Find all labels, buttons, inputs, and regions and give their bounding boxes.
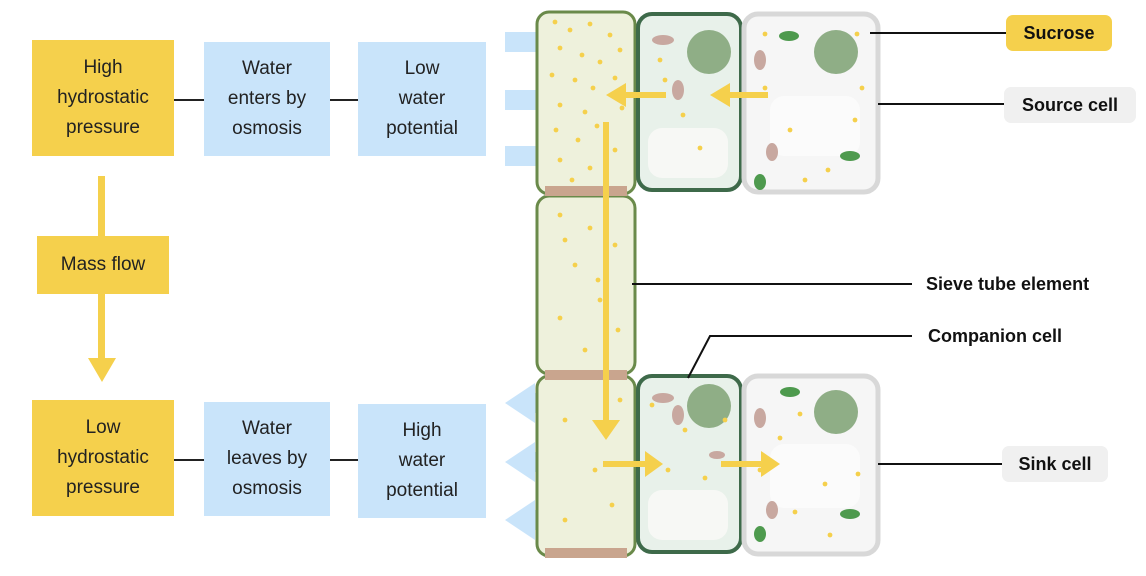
- sucrose-dot: [822, 481, 828, 487]
- sucrose-dot: [582, 109, 588, 115]
- sucrose-dot: [557, 102, 563, 108]
- sucrose-dot: [859, 85, 865, 91]
- sucrose-dot: [557, 212, 563, 218]
- sucrose-dot: [787, 127, 793, 133]
- sucrose-dot: [597, 59, 603, 65]
- sucrose-dot: [802, 177, 808, 183]
- low-hydrostatic-pressure-box: Low hydrostatic pressure: [32, 400, 174, 516]
- sucrose-dot: [562, 237, 568, 243]
- sucrose-dot: [549, 72, 555, 78]
- sucrose-dot: [587, 165, 593, 171]
- sucrose-dot: [594, 123, 600, 129]
- leader-line-companion: [687, 335, 912, 379]
- sucrose-dot: [682, 427, 688, 433]
- sucrose-dot: [619, 105, 625, 111]
- high-water-potential-box: High water potential: [358, 404, 486, 518]
- sucrose-dot: [827, 532, 833, 538]
- source-cell-graphic: [741, 11, 881, 195]
- sucrose-dot: [855, 471, 861, 477]
- water-leaves-box: Water leaves by osmosis: [204, 402, 330, 516]
- sucrose-dot: [569, 177, 575, 183]
- sucrose-dot: [557, 315, 563, 321]
- sucrose-dot: [697, 145, 703, 151]
- sink-cell-label: Sink cell: [1002, 446, 1108, 482]
- sucrose-dot: [552, 19, 558, 25]
- sucrose-dot: [797, 411, 803, 417]
- water-enters-box: Water enters by osmosis: [204, 42, 330, 156]
- sucrose-dot: [649, 402, 655, 408]
- sucrose-dot: [572, 262, 578, 268]
- sucrose-dot: [617, 397, 623, 403]
- sucrose-label: Sucrose: [1006, 15, 1112, 51]
- sucrose-dot: [612, 147, 618, 153]
- sucrose-dot: [792, 509, 798, 515]
- sieve-plate: [545, 548, 627, 558]
- sucrose-dot: [579, 52, 585, 58]
- sucrose-dot: [615, 327, 621, 333]
- sieve-tube-element-label: Sieve tube element: [926, 274, 1090, 294]
- sucrose-dot: [662, 77, 668, 83]
- sucrose-dot: [722, 417, 728, 423]
- sucrose-dot: [762, 31, 768, 37]
- sucrose-dot: [612, 242, 618, 248]
- low-water-potential-box: Low water potential: [358, 42, 486, 156]
- sucrose-dots: [549, 19, 865, 538]
- sucrose-dot: [854, 31, 860, 37]
- sucrose-dot: [582, 347, 588, 353]
- sieve-tube-element: [535, 10, 637, 558]
- nucleus: [687, 30, 731, 74]
- nucleus: [687, 384, 731, 428]
- sucrose-dot: [575, 137, 581, 143]
- sucrose-dot: [595, 277, 601, 283]
- companion-cell-top: [636, 12, 743, 192]
- sucrose-dot: [680, 112, 686, 118]
- sucrose-flow-arrows: [592, 83, 780, 477]
- sucrose-dot: [597, 297, 603, 303]
- sucrose-dot: [657, 57, 663, 63]
- sucrose-dot: [562, 517, 568, 523]
- sucrose-dot: [607, 32, 613, 38]
- sucrose-dot: [609, 502, 615, 508]
- mass-flow-arrow: [88, 176, 116, 382]
- companion-cell-label: Companion cell: [928, 326, 1063, 346]
- sucrose-dot: [612, 75, 618, 81]
- sink-cell-graphic: [741, 373, 881, 557]
- sucrose-dot: [665, 467, 671, 473]
- sucrose-dot: [852, 117, 858, 123]
- sucrose-dot: [587, 21, 593, 27]
- sucrose-dot: [617, 47, 623, 53]
- sucrose-dot: [587, 225, 593, 231]
- sucrose-dot: [553, 127, 559, 133]
- sieve-plate: [545, 370, 627, 380]
- sieve-plate: [545, 186, 627, 196]
- source-cell-label: Source cell: [1004, 87, 1136, 123]
- sucrose-dot: [762, 85, 768, 91]
- sucrose-dot: [777, 435, 783, 441]
- sucrose-dot: [567, 27, 573, 33]
- mass-flow-box: Mass flow: [37, 236, 169, 294]
- sucrose-dot: [592, 467, 598, 473]
- sucrose-dot: [572, 77, 578, 83]
- sucrose-dot: [702, 475, 708, 481]
- sucrose-dot: [562, 417, 568, 423]
- sucrose-dot: [590, 85, 596, 91]
- sucrose-dot: [557, 157, 563, 163]
- sucrose-dot: [825, 167, 831, 173]
- sucrose-dot: [557, 45, 563, 51]
- high-hydrostatic-pressure-box: High hydrostatic pressure: [32, 40, 174, 156]
